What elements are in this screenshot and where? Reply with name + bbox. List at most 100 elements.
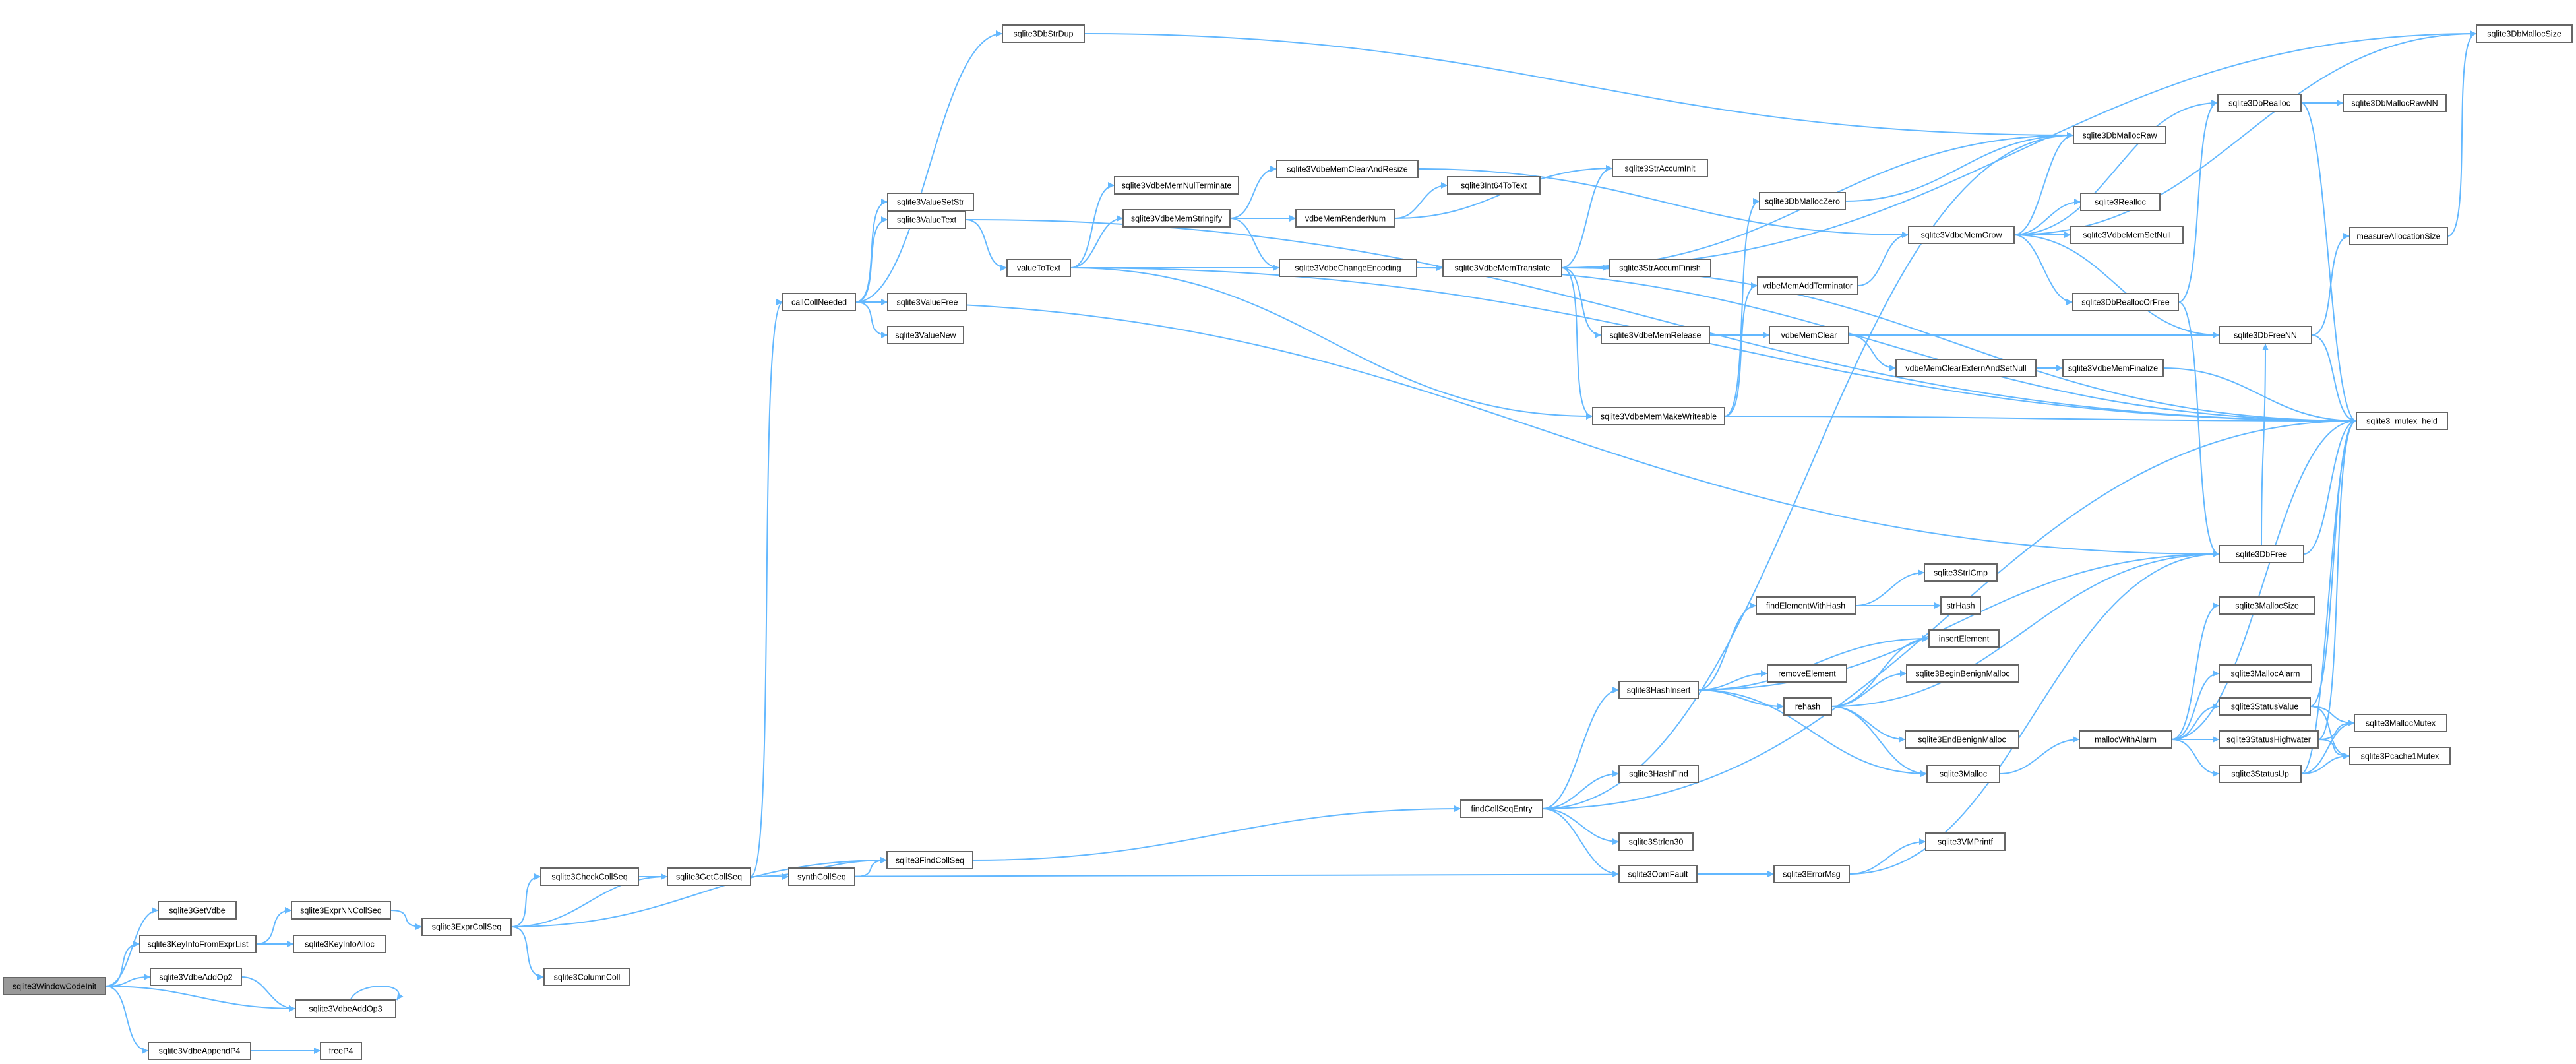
function-node[interactable]: vdbeMemClear xyxy=(1769,326,1849,344)
function-node[interactable]: sqlite3HashInsert xyxy=(1618,681,1699,699)
function-node-label: sqlite3StatusHighwater xyxy=(2226,735,2311,745)
function-node[interactable]: synthCollSeq xyxy=(788,867,855,886)
function-node[interactable]: sqlite3VdbeMemClearAndResize xyxy=(1276,160,1419,178)
function-node[interactable]: sqlite3MallocMutex xyxy=(2354,714,2447,732)
function-node[interactable]: sqlite3StatusUp xyxy=(2219,765,2302,783)
function-node[interactable]: rehash xyxy=(1783,697,1832,716)
function-node[interactable]: sqlite3DbMallocZero xyxy=(1759,192,1846,210)
function-node[interactable]: sqlite3VdbeChangeEncoding xyxy=(1279,259,1417,277)
function-node[interactable]: sqlite3Int64ToText xyxy=(1447,176,1541,195)
function-node[interactable]: sqlite3VdbeMemGrow xyxy=(1908,226,2015,244)
function-node-label: sqlite3ValueText xyxy=(897,216,957,225)
function-node[interactable]: sqlite3ValueText xyxy=(887,210,966,229)
function-node-label: freeP4 xyxy=(329,1047,353,1056)
function-node[interactable]: mallocWithAlarm xyxy=(2079,730,2172,749)
function-node-box xyxy=(2476,24,2573,43)
function-node[interactable]: sqlite3DbMallocRawNN xyxy=(2343,94,2447,112)
function-node[interactable]: sqlite3ExprNNCollSeq xyxy=(291,901,391,920)
function-node[interactable]: sqlite3BeginBenignMalloc xyxy=(1906,664,2019,683)
function-node-label: sqlite3KeyInfoAlloc xyxy=(305,940,375,949)
function-node[interactable]: sqlite3DbMallocSize xyxy=(2476,24,2573,43)
function-node[interactable]: sqlite3VdbeMemSetNull xyxy=(2070,226,2184,244)
function-node[interactable]: sqlite3VMPrintf xyxy=(1925,832,2006,851)
function-node[interactable]: valueToText xyxy=(1006,259,1071,277)
function-node[interactable]: vdbeMemClearExternAndSetNull xyxy=(1895,359,2037,377)
function-node-label: sqlite3Int64ToText xyxy=(1461,181,1527,191)
function-node[interactable]: sqlite3VdbeMemStringify xyxy=(1122,209,1231,228)
function-node[interactable]: sqlite3VdbeMemMakeWriteable xyxy=(1592,407,1725,425)
call-edge xyxy=(2013,100,2219,235)
function-node[interactable]: sqlite3OomFault xyxy=(1618,865,1698,883)
call-edge xyxy=(2171,602,2220,740)
function-node[interactable]: sqlite3DbStrDup xyxy=(1002,24,1085,43)
function-node[interactable]: sqlite3GetCollSeq xyxy=(667,867,751,886)
function-node[interactable]: sqlite3StrICmp xyxy=(1924,563,1998,582)
function-node[interactable]: sqlite3DbReallocOrFree xyxy=(2072,293,2179,311)
function-node[interactable]: sqlite3ValueSetStr xyxy=(887,193,974,211)
function-node-box xyxy=(540,867,639,886)
function-node[interactable]: sqlite3KeyInfoFromExprList xyxy=(139,935,257,953)
function-node[interactable]: sqlite3VdbeMemNulTerminate xyxy=(1114,176,1239,195)
function-node[interactable]: sqlite3_mutex_held xyxy=(2356,412,2448,430)
function-node[interactable]: sqlite3GetVdbe xyxy=(158,901,237,920)
function-node-box xyxy=(2070,226,2184,244)
function-node[interactable]: sqlite3Strlen30 xyxy=(1618,832,1694,851)
function-node-label: sqlite3DbMallocRawNN xyxy=(2351,99,2438,108)
function-node-box xyxy=(2219,326,2312,344)
function-node-label: sqlite3WindowCodeInit xyxy=(13,982,97,991)
function-node-box xyxy=(1279,259,1417,277)
function-node[interactable]: sqlite3HashFind xyxy=(1618,765,1699,783)
function-node[interactable]: sqlite3VdbeAppendP4 xyxy=(148,1042,251,1060)
function-node[interactable]: sqlite3CheckCollSeq xyxy=(540,867,639,886)
function-node-box xyxy=(1442,259,1562,277)
function-node[interactable]: sqlite3EndBenignMalloc xyxy=(1905,730,2019,749)
function-node[interactable]: strHash xyxy=(1940,596,1981,615)
function-node-box xyxy=(543,968,630,986)
function-node[interactable]: sqlite3ValueNew xyxy=(887,326,964,344)
function-node[interactable]: sqlite3DbFreeNN xyxy=(2219,326,2312,344)
function-node[interactable]: vdbeMemAddTerminator xyxy=(1757,276,1858,295)
function-node[interactable]: sqlite3FindCollSeq xyxy=(886,851,973,869)
function-node[interactable]: sqlite3VdbeMemRelease xyxy=(1601,326,1710,344)
function-node[interactable]: findCollSeqEntry xyxy=(1460,799,1543,818)
function-node[interactable]: sqlite3VdbeAddOp2 xyxy=(150,968,242,986)
function-node[interactable]: sqlite3MallocSize xyxy=(2219,596,2315,615)
function-node[interactable]: vdbeMemRenderNum xyxy=(1295,209,1395,228)
function-node[interactable]: sqlite3DbMallocRaw xyxy=(2073,126,2166,144)
call-edge xyxy=(2162,367,2357,424)
function-node-box xyxy=(1592,407,1725,425)
function-node-label: vdbeMemClear xyxy=(1781,331,1837,340)
function-node[interactable]: sqlite3ErrorMsg xyxy=(1773,865,1850,883)
function-node[interactable]: sqlite3ValueFree xyxy=(887,293,967,311)
function-node[interactable]: sqlite3StatusValue xyxy=(2219,697,2311,716)
node-layer: sqlite3WindowCodeInit sqlite3GetVdbe sqlit… xyxy=(3,24,2573,1060)
function-node[interactable]: sqlite3StrAccumFinish xyxy=(1609,259,1711,277)
call-edge xyxy=(2317,418,2357,740)
function-node[interactable]: sqlite3StrAccumInit xyxy=(1612,159,1708,177)
function-node-box xyxy=(295,999,396,1018)
function-node[interactable]: sqlite3ColumnColl xyxy=(543,968,630,986)
function-node[interactable]: callCollNeeded xyxy=(782,293,856,311)
function-node-box xyxy=(1460,799,1543,818)
function-node[interactable]: findElementWithHash xyxy=(1756,596,1856,615)
function-node[interactable]: sqlite3Malloc xyxy=(1926,765,2000,783)
function-node[interactable]: sqlite3KeyInfoAlloc xyxy=(293,935,386,953)
function-node[interactable]: sqlite3ExprCollSeq xyxy=(421,918,512,936)
function-node[interactable]: removeElement xyxy=(1767,664,1847,683)
function-node[interactable]: sqlite3VdbeMemTranslate xyxy=(1442,259,1562,277)
function-node[interactable]: sqlite3Pcache1Mutex xyxy=(2349,747,2451,765)
function-node-label: sqlite3MallocSize xyxy=(2235,602,2299,611)
function-node[interactable]: sqlite3MallocAlarm xyxy=(2219,664,2312,683)
function-node[interactable]: freeP4 xyxy=(320,1042,362,1060)
function-node[interactable]: sqlite3Realloc xyxy=(2080,193,2161,211)
function-node-label: findCollSeqEntry xyxy=(1471,805,1533,814)
function-node[interactable]: sqlite3VdbeAddOp3 xyxy=(295,999,396,1018)
function-node[interactable]: measureAllocationSize xyxy=(2349,227,2448,245)
function-node[interactable]: insertElement xyxy=(1928,629,2000,648)
function-node-box xyxy=(158,901,237,920)
function-node[interactable]: sqlite3DbFree xyxy=(2219,545,2304,563)
function-node[interactable]: sqlite3VdbeMemFinalize xyxy=(2062,359,2164,377)
function-node-label: callCollNeeded xyxy=(791,298,847,307)
function-node[interactable]: sqlite3StatusHighwater xyxy=(2219,730,2319,749)
function-node[interactable]: sqlite3DbRealloc xyxy=(2217,94,2302,112)
